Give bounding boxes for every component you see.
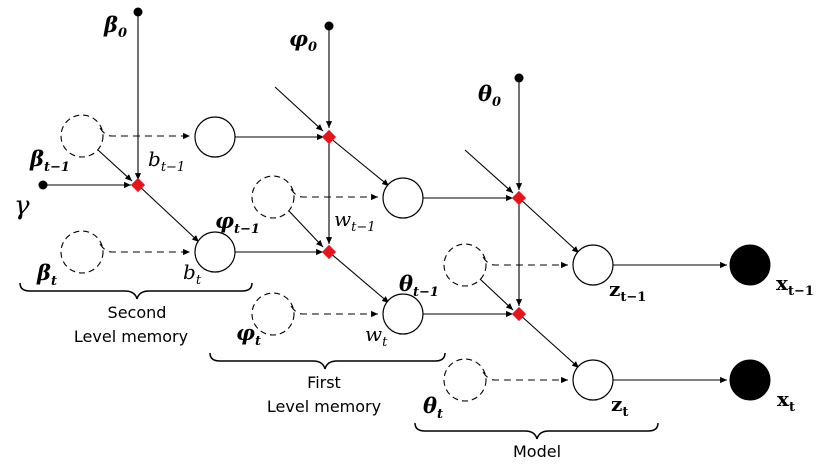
theta-t-dashed-edge xyxy=(482,371,568,384)
phi-t-minus-1-label: φt−1 xyxy=(215,208,260,237)
phi-t-minus-1-to-factor-edge xyxy=(288,210,324,248)
first-level-caption-line1: First xyxy=(307,373,341,392)
theta-factor-to-z-t-minus-1-edge xyxy=(518,197,580,254)
phi-factor-to-w-t-edge xyxy=(328,251,390,304)
z-t-label: zt xyxy=(611,392,628,420)
beta-t-minus-1-ghost-node xyxy=(60,114,104,158)
w-t-minus-1-label: wt−1 xyxy=(334,207,376,235)
x-t-minus-1-observed-node xyxy=(729,244,771,286)
theta-factor-node-upper xyxy=(511,190,527,206)
b-t-label: bt xyxy=(183,260,202,288)
z-t-minus-1-label: zt−1 xyxy=(609,277,646,305)
theta-factor-node-lower xyxy=(511,306,527,322)
x-t-observed-node xyxy=(729,359,771,401)
phi-t-dashed-edge xyxy=(290,305,378,318)
beta-factor-to-b-t-edge xyxy=(137,184,200,243)
theta-t-ghost-node xyxy=(443,358,487,402)
theta0-label: θ0 xyxy=(478,81,501,110)
beta0-label: β0 xyxy=(103,12,127,41)
first-level-caption-line2: Level memory xyxy=(267,397,381,416)
theta-t-minus-1-ghost-node xyxy=(443,243,487,287)
b-t-minus-1-node xyxy=(194,116,236,158)
phi-factor-node-upper xyxy=(321,129,337,145)
x-t-label: xt xyxy=(777,387,795,415)
beta-t-ghost-node xyxy=(60,230,104,274)
second-level-caption-line1: Second xyxy=(108,303,167,322)
theta-t-minus-1-to-factor-edge xyxy=(479,278,514,311)
w-t-label: wt xyxy=(365,322,388,350)
model-brace xyxy=(414,422,659,440)
beta-t-minus-1-to-factor-edge xyxy=(97,149,133,182)
theta-factor-to-z-t-edge xyxy=(518,313,580,369)
phi-factor-to-w-t-minus-1-edge xyxy=(328,136,390,187)
b-t-node xyxy=(194,231,236,273)
theta-t-minus-1-label: θt−1 xyxy=(399,271,439,300)
beta-t-minus-1-dashed-edge xyxy=(99,127,190,140)
w-t-minus-1-node xyxy=(382,177,424,219)
second-level-memory-brace xyxy=(19,282,253,300)
beta-t-label: βt xyxy=(36,260,57,289)
z-t-minus-1-node xyxy=(572,244,614,286)
phi-t-minus-1-dashed-edge xyxy=(290,188,378,201)
w-t-node xyxy=(382,293,424,335)
incoming-diagonal-to-phi-factor-edge xyxy=(274,86,324,132)
theta-t-label: θt xyxy=(423,393,443,422)
b-t-minus-1-label: bt−1 xyxy=(148,147,185,175)
beta-factor-node xyxy=(130,177,146,193)
beta-t-minus-1-label: βt−1 xyxy=(29,146,70,175)
first-level-memory-brace xyxy=(209,352,446,370)
incoming-diagonal-to-theta-factor-edge xyxy=(464,149,514,194)
phi-t-minus-1-ghost-node xyxy=(251,175,295,219)
beta-t-dashed-edge xyxy=(99,243,190,256)
x-t-minus-1-label: xt−1 xyxy=(776,271,814,299)
theta-t-minus-1-dashed-edge xyxy=(482,256,568,269)
phi-t-ghost-node xyxy=(251,292,295,336)
phi-factor-node-lower xyxy=(321,244,337,260)
phi-t-label: φt xyxy=(236,320,261,349)
model-caption: Model xyxy=(513,442,561,461)
gamma-label: γ xyxy=(14,191,30,221)
phi0-label: φ0 xyxy=(289,26,317,55)
z-t-node xyxy=(572,359,614,401)
second-level-caption-line2: Level memory xyxy=(74,327,188,346)
